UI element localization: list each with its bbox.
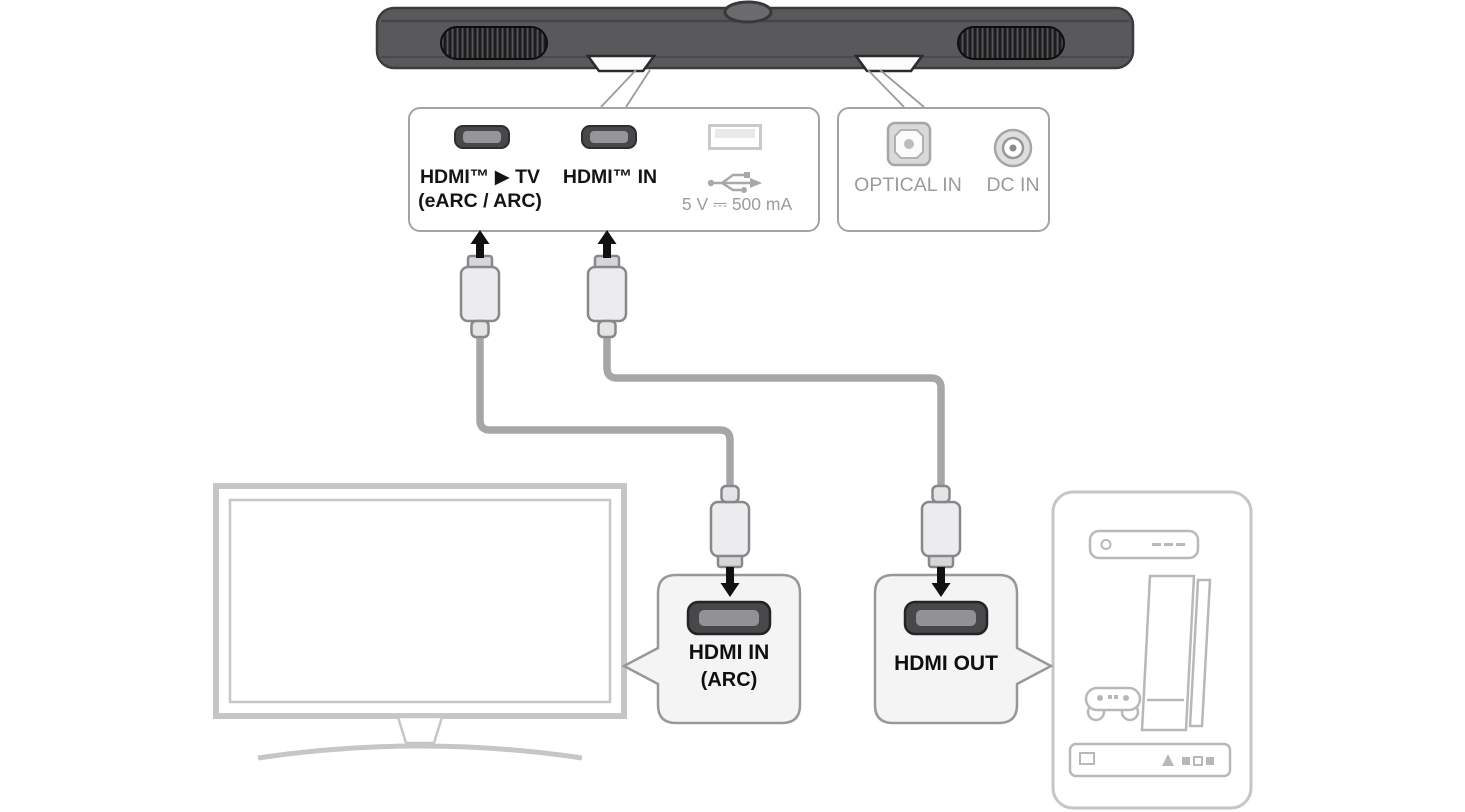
rear-ports-panel: HDMI™ ▶ TV (eARC / ARC) HDMI™ IN 5 V ⎓ 5… <box>408 107 820 232</box>
devices-container <box>1051 490 1253 810</box>
left-panel-pointer-lines <box>600 69 651 108</box>
usb-power-label: 5 V ⎓ 500 mA <box>681 194 793 214</box>
hdmi-tv-label-line2: (eARC / ARC) <box>418 190 542 212</box>
source-devices <box>1051 490 1253 810</box>
hdmi-cable-device <box>603 326 945 498</box>
hdmi-connector-down-device-icon <box>920 484 962 569</box>
hdmi-connector-up-left-icon <box>459 254 501 339</box>
arrow-down-tv-icon <box>720 567 740 597</box>
tv-stand-base <box>257 743 583 761</box>
tv-frame <box>213 483 627 719</box>
disc-player-icon <box>1068 742 1232 778</box>
hdmi-connector-up-right-icon <box>586 254 628 339</box>
right-speaker-grille-icon <box>957 26 1065 60</box>
tv <box>213 483 627 761</box>
arrow-up-hdmi-tv-icon <box>470 230 490 258</box>
dc-in-port-icon <box>993 128 1033 168</box>
device-callout-label: HDMI OUT <box>894 652 998 675</box>
hdmi-in-label: HDMI™ IN <box>562 166 658 188</box>
hdmi-tv-label-line1: HDMI™ ▶ TV <box>419 166 541 188</box>
arrow-up-hdmi-in-icon <box>597 230 617 258</box>
right-panel-pointer-lines <box>867 69 925 108</box>
tv-callout-label-line2: (ARC) <box>700 669 758 691</box>
right-mount-slot-icon <box>853 54 925 73</box>
tv-screen <box>228 498 612 704</box>
soundbar <box>375 0 1135 73</box>
soundbar-top-knob-icon <box>723 0 773 24</box>
device-callout-bubble <box>873 573 1054 725</box>
game-controller-icon <box>1084 686 1142 722</box>
hdmi-connector-down-tv-icon <box>709 484 751 569</box>
left-mount-slot-icon <box>585 54 657 73</box>
tv-callout-label-line1: HDMI IN <box>688 641 770 664</box>
usb-port-icon <box>708 124 762 150</box>
usb-symbol-icon <box>707 172 762 193</box>
optical-in-label: OPTICAL IN <box>854 174 962 196</box>
hdmi-in-port-icon <box>581 125 637 149</box>
power-ports-panel: OPTICAL IN DC IN <box>837 107 1050 232</box>
tv-hdmi-in-port-icon <box>686 600 772 636</box>
arrow-down-device-icon <box>931 567 951 597</box>
left-speaker-grille-icon <box>440 26 548 60</box>
hdmi-tv-port-icon <box>454 125 510 149</box>
hdmi-cable-tv <box>476 326 734 498</box>
optical-port-icon <box>886 121 932 167</box>
device-hdmi-out-port-icon <box>903 600 989 636</box>
game-console-icon <box>1140 574 1212 732</box>
set-top-box-icon <box>1088 529 1200 560</box>
tv-stand-neck <box>396 715 444 745</box>
dc-in-label: DC IN <box>986 174 1040 196</box>
